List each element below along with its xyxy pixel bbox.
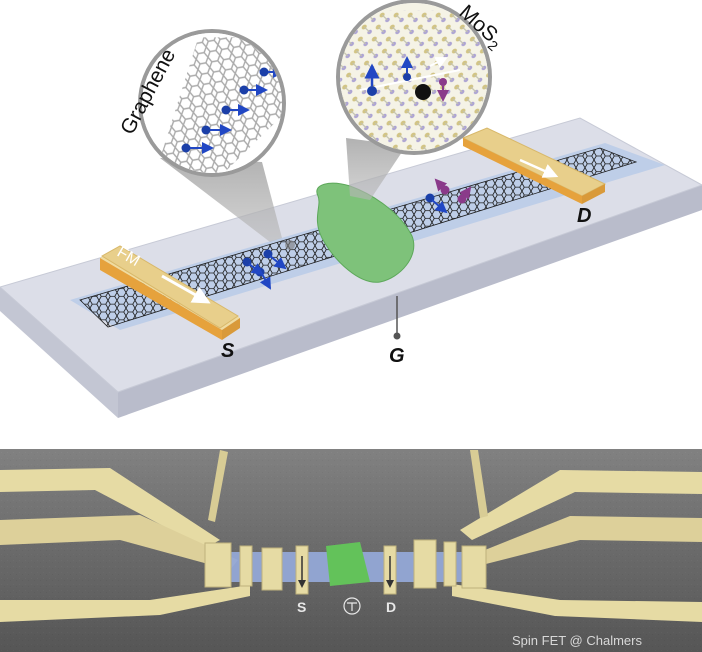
electron [259, 67, 269, 77]
device-schematic: FM S G D [0, 0, 702, 418]
sem-micrograph: S D Spin FET @ Chalmers [0, 449, 702, 652]
sem-mos2-flake [326, 542, 370, 586]
sem-drain-label: D [386, 599, 396, 615]
electron [221, 105, 231, 115]
gate-terminal [393, 332, 401, 340]
electron [403, 73, 411, 81]
spin-arrow [431, 199, 448, 214]
channel-spins-right [425, 178, 472, 214]
electron [239, 85, 249, 95]
electron [367, 86, 377, 96]
source-label: S [221, 340, 235, 362]
scatter-site [285, 240, 295, 250]
mos2-callout [336, 0, 492, 155]
trajectory-line [359, 69, 461, 91]
spin-arrow [459, 186, 472, 200]
graphene-callout-cone [160, 158, 282, 242]
drain-label: D [577, 205, 591, 227]
graphene-callout [138, 29, 286, 177]
sem-credit: Spin FET @ Chalmers [512, 633, 642, 648]
gate-label: G [389, 345, 405, 367]
mos2-callout-cone [346, 138, 406, 200]
source-electrode [100, 245, 240, 340]
sem-source-label: S [297, 599, 306, 615]
graphene-spins [181, 66, 282, 154]
sem-gate-icon [343, 597, 361, 615]
spin-arrow [259, 273, 271, 290]
spin-arrow [248, 263, 264, 276]
drain-magnetization-arrow [519, 158, 559, 178]
electron [201, 125, 211, 135]
impurity-atom [415, 84, 431, 100]
spin-arrow [434, 178, 448, 192]
contact-leads [0, 450, 702, 622]
substrate-bottom-face [118, 185, 702, 418]
electron [181, 143, 191, 153]
spin-arrow [429, 57, 448, 68]
fm-magnetization-arrow [161, 274, 211, 304]
electron [439, 78, 447, 86]
substrate-front-face [0, 287, 118, 418]
spin-arrow [269, 255, 287, 270]
channel-spins-left [242, 240, 295, 290]
